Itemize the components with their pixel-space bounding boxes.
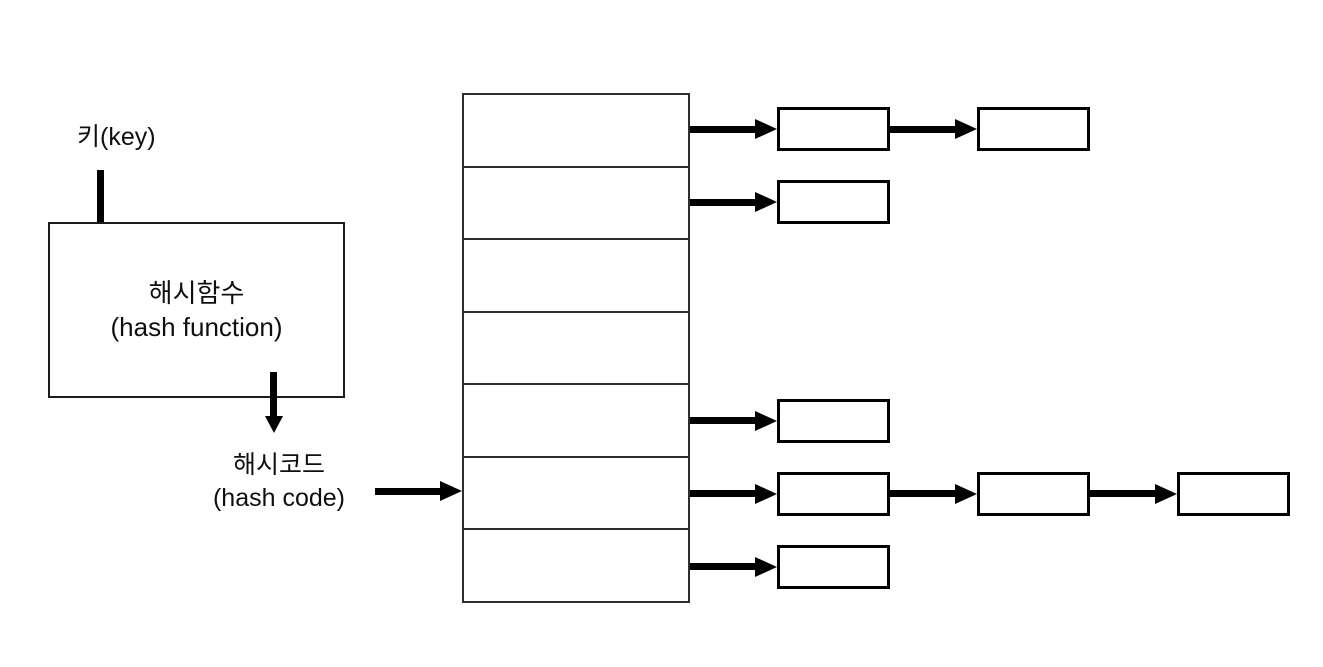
- chain-arrow-shaft: [890, 125, 955, 133]
- hash-code-to-bucket-arrow: [375, 488, 441, 495]
- hash-function-box: 해시함수 (hash function): [48, 222, 345, 398]
- chain-node: [777, 471, 890, 516]
- chain-arrow-shaft: [690, 417, 755, 425]
- chain-arrow-shaft: [1090, 490, 1155, 498]
- chain-arrow-arrowhead: [755, 556, 777, 577]
- chain-arrow-arrowhead: [755, 483, 777, 504]
- bucket-cell-6: [464, 530, 688, 602]
- chain-arrow-shaft: [690, 125, 755, 133]
- hash-function-label-en: (hash function): [110, 312, 283, 342]
- hash-code-label-en: (hash code): [212, 484, 346, 512]
- chain-arrow-shaft: [890, 490, 955, 498]
- bucket-cell-5: [464, 457, 688, 531]
- hash-code-label-ko: 해시코드: [232, 451, 325, 479]
- chain-arrow-shaft: [690, 198, 755, 206]
- hash-code-to-bucket-arrowhead: [440, 481, 462, 501]
- bucket-cell-0: [464, 95, 688, 168]
- chain-node: [777, 544, 890, 589]
- key-to-hash-function-arrow: [97, 170, 104, 237]
- chain-node: [777, 398, 890, 443]
- chain-node: [777, 180, 890, 225]
- hash-table-array: [462, 93, 690, 603]
- bucket-cell-2: [464, 240, 688, 313]
- chain-arrow-shaft: [690, 563, 755, 571]
- bucket-cell-3: [464, 312, 688, 386]
- key-label: 키(key): [77, 123, 156, 151]
- chain-arrow-arrowhead: [1155, 483, 1177, 504]
- bucket-cell-4: [464, 385, 688, 458]
- bucket-cell-1: [464, 167, 688, 241]
- chain-node: [777, 107, 890, 152]
- chain-arrow-arrowhead: [955, 483, 977, 504]
- chain-node: [1177, 471, 1290, 516]
- chain-node: [977, 107, 1090, 152]
- hash-code-label: 해시코드 (hash code): [169, 449, 389, 515]
- hash-function-label-ko: 해시함수: [148, 278, 245, 308]
- chain-arrow-arrowhead: [755, 192, 777, 213]
- hash-function-to-hash-code-arrow: [270, 372, 277, 417]
- chain-arrow-shaft: [690, 490, 755, 498]
- chain-node: [977, 471, 1090, 516]
- chain-arrow-arrowhead: [955, 119, 977, 140]
- chain-arrow-arrowhead: [755, 119, 777, 140]
- hash-function-to-hash-code-arrowhead: [265, 416, 283, 433]
- chain-arrow-arrowhead: [755, 410, 777, 431]
